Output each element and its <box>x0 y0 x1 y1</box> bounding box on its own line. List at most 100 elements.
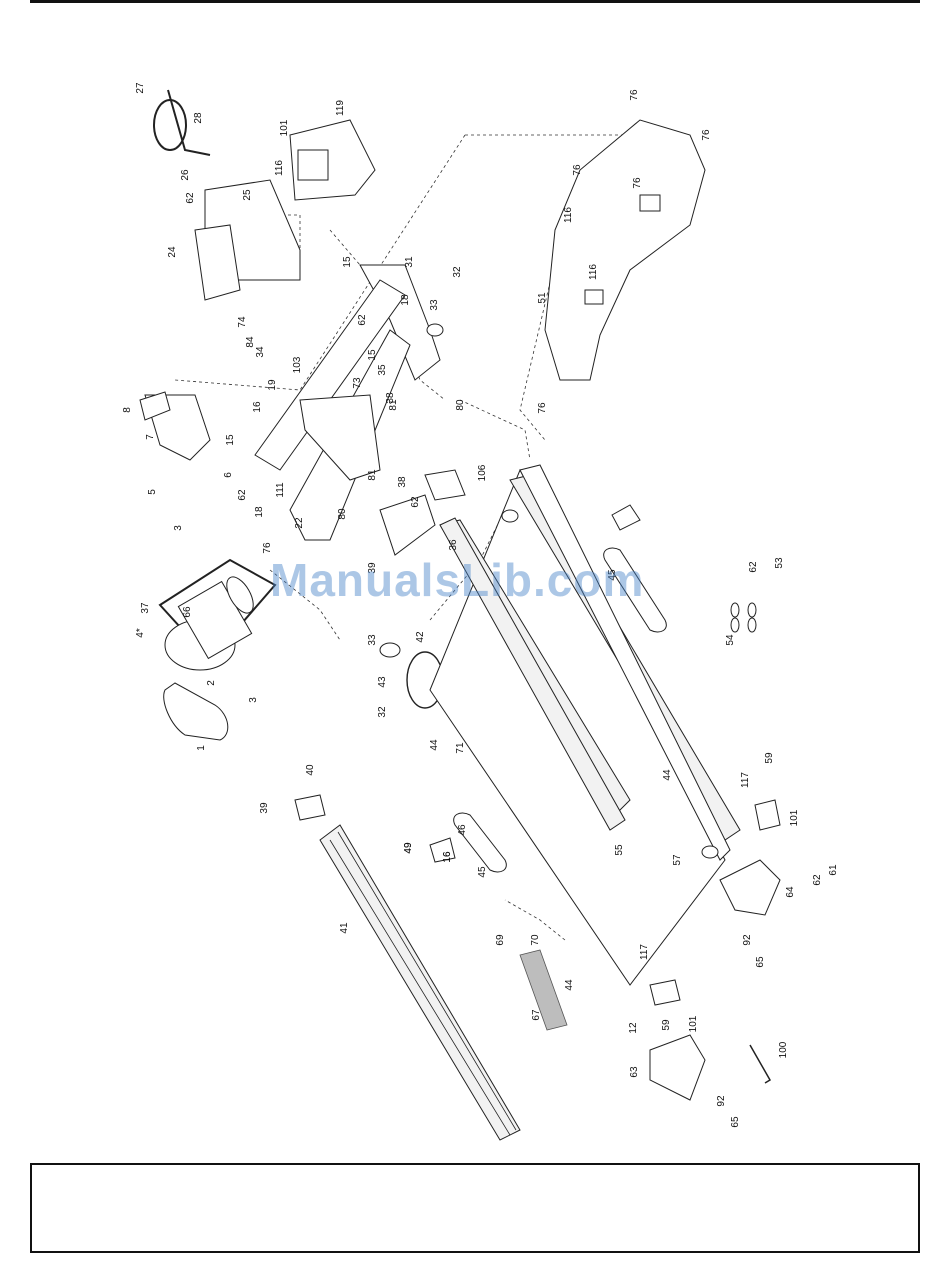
callout-label: 36 <box>448 539 459 551</box>
callout-label: 63 <box>629 1066 640 1078</box>
controller-assembly <box>194 179 301 301</box>
electronics-board <box>289 119 376 201</box>
callout-label: 117 <box>740 772 751 788</box>
callout-label: 8 <box>122 407 133 413</box>
callout-label: 49 <box>403 842 414 854</box>
callout-label: 39 <box>259 802 270 814</box>
callout-label: 73 <box>352 377 363 389</box>
callout-label: 33 <box>429 299 440 311</box>
callout-label: 15 <box>342 256 353 268</box>
side-rail-left <box>319 824 521 1141</box>
callout-label: 28 <box>193 112 204 124</box>
power-cord <box>153 89 211 156</box>
walking-deck <box>429 464 741 986</box>
callout-label: 39 <box>367 562 378 574</box>
callout-label: 49 <box>403 842 414 854</box>
callout-label: 65 <box>755 956 766 968</box>
callout-label: 46 <box>457 824 468 836</box>
callout-label: 35 <box>377 364 388 376</box>
callout-label: 38 <box>385 392 396 404</box>
callout-label: 53 <box>774 557 785 569</box>
callout-label: 34 <box>255 346 266 358</box>
callout-label: 59 <box>661 1019 672 1031</box>
callout-label: 62 <box>410 496 421 508</box>
callout-label: 101 <box>688 1015 699 1032</box>
callout-label: 45 <box>607 569 618 581</box>
callout-label: 33 <box>367 634 378 646</box>
callout-label: 61 <box>828 864 839 876</box>
callout-label: 5 <box>147 489 158 495</box>
footrail-upper <box>603 547 667 633</box>
callout-label: 3 <box>248 697 259 703</box>
callout-label: 26 <box>180 169 191 181</box>
callout-label: 101 <box>789 809 800 826</box>
main-frame <box>254 264 441 541</box>
callout-label: 1 <box>196 745 207 751</box>
callout-label: 37 <box>140 602 151 614</box>
side-rail-right <box>439 517 626 831</box>
rear-roller <box>501 509 719 859</box>
mount-brackets <box>294 469 641 863</box>
callout-label: 2 <box>206 680 217 686</box>
rear-brackets <box>649 799 781 1006</box>
callout-label: 45 <box>477 866 488 878</box>
callout-label: 12 <box>628 1022 639 1034</box>
callout-label: 101 <box>279 119 290 136</box>
callout-label: 40 <box>305 764 316 776</box>
decal-67 <box>519 949 568 1031</box>
callout-label: 65 <box>730 1116 741 1128</box>
callout-label: 62 <box>357 314 368 326</box>
end-cap-right <box>719 859 781 916</box>
callout-label: 62 <box>748 561 759 573</box>
callout-label: 103 <box>292 356 303 373</box>
callout-label: 76 <box>262 542 273 554</box>
callout-label: 18 <box>400 294 411 306</box>
callout-label: 64 <box>785 886 796 898</box>
callout-label: 4* <box>135 628 146 638</box>
callout-label: 16 <box>442 851 453 863</box>
callout-label: 74 <box>237 316 248 328</box>
watermark: ManualsLib.com <box>270 554 645 606</box>
callout-label: 81 <box>388 399 399 411</box>
callout-label: 80 <box>455 399 466 411</box>
callout-label: 22 <box>294 517 305 529</box>
callout-label: 119 <box>335 100 346 116</box>
callout-label: 116 <box>563 207 574 223</box>
callout-label: 54 <box>725 634 736 646</box>
callout-label: 70 <box>530 934 541 946</box>
callout-label: 111 <box>275 482 286 498</box>
callout-label: 57 <box>672 854 683 866</box>
callout-label: 31 <box>404 256 415 268</box>
callout-label: 51 <box>537 292 548 304</box>
callout-label: 15 <box>367 349 378 361</box>
callout-label: 44 <box>662 769 673 781</box>
motor-belt <box>163 682 229 741</box>
callout-label: 62 <box>185 192 196 204</box>
callout-label: 116 <box>274 160 285 176</box>
callout-label: 16 <box>252 401 263 413</box>
callout-label: 80 <box>337 508 348 520</box>
callout-label: 81 <box>367 469 378 481</box>
callout-label: 7 <box>145 434 156 440</box>
callout-label: 18 <box>254 506 265 518</box>
callout-label: 76 <box>701 129 712 141</box>
callout-label: 41 <box>339 922 350 934</box>
callout-label: 3 <box>173 525 184 531</box>
callout-label: 62 <box>237 489 248 501</box>
callout-label: 84 <box>245 336 256 348</box>
callout-label: 44 <box>429 739 440 751</box>
callout-label: 117 <box>639 944 650 960</box>
callout-label: 43 <box>377 676 388 688</box>
callout-label: 55 <box>614 844 625 856</box>
callout-label: 42 <box>415 631 426 643</box>
clips-54 <box>730 602 757 633</box>
callout-label: 44 <box>564 979 575 991</box>
callout-label: 71 <box>455 742 466 754</box>
callout-label: 25 <box>242 189 253 201</box>
callout-label: 116 <box>588 264 599 280</box>
callout-label: 59 <box>764 752 775 764</box>
callout-label: 6 <box>223 472 234 478</box>
callout-label: 67 <box>531 1009 542 1021</box>
